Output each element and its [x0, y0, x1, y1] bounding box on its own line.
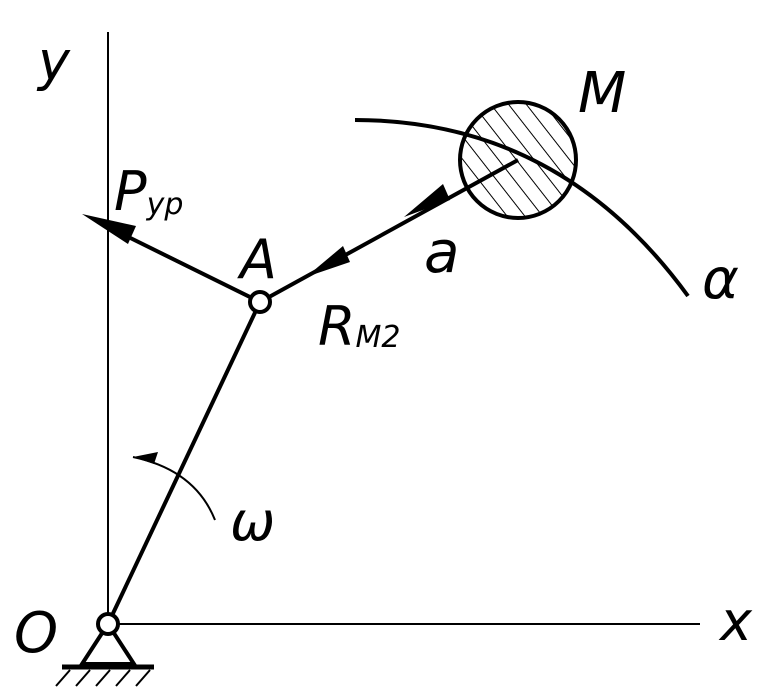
- origin-label: O: [14, 601, 58, 666]
- force-p-subscript: ур: [146, 187, 184, 222]
- force-p-main: P: [114, 160, 147, 223]
- force-r-main: R: [318, 295, 356, 358]
- force-r-subscript: М2: [356, 320, 401, 355]
- force-r-label: RМ2: [318, 295, 401, 358]
- force-r-arrowhead: [306, 246, 350, 277]
- acceleration-label: a: [424, 218, 460, 286]
- x-axis-label: x: [718, 590, 753, 653]
- fixed-support: [55, 620, 154, 687]
- point-a-label: A: [237, 228, 277, 291]
- acceleration-arrowhead: [404, 184, 450, 217]
- joint-o: [96, 612, 120, 636]
- force-p-arrowhead: [82, 214, 136, 244]
- omega-label: ω: [230, 490, 275, 553]
- y-axis-label: y: [36, 30, 71, 93]
- link-oa: [106, 301, 262, 625]
- force-p-label: Pур: [114, 160, 183, 223]
- force-r-line: [259, 158, 519, 304]
- joint-a: [248, 290, 272, 314]
- point-m-label: M: [578, 61, 626, 126]
- trajectory-label: α: [702, 247, 739, 312]
- omega-arrowhead: [133, 452, 158, 464]
